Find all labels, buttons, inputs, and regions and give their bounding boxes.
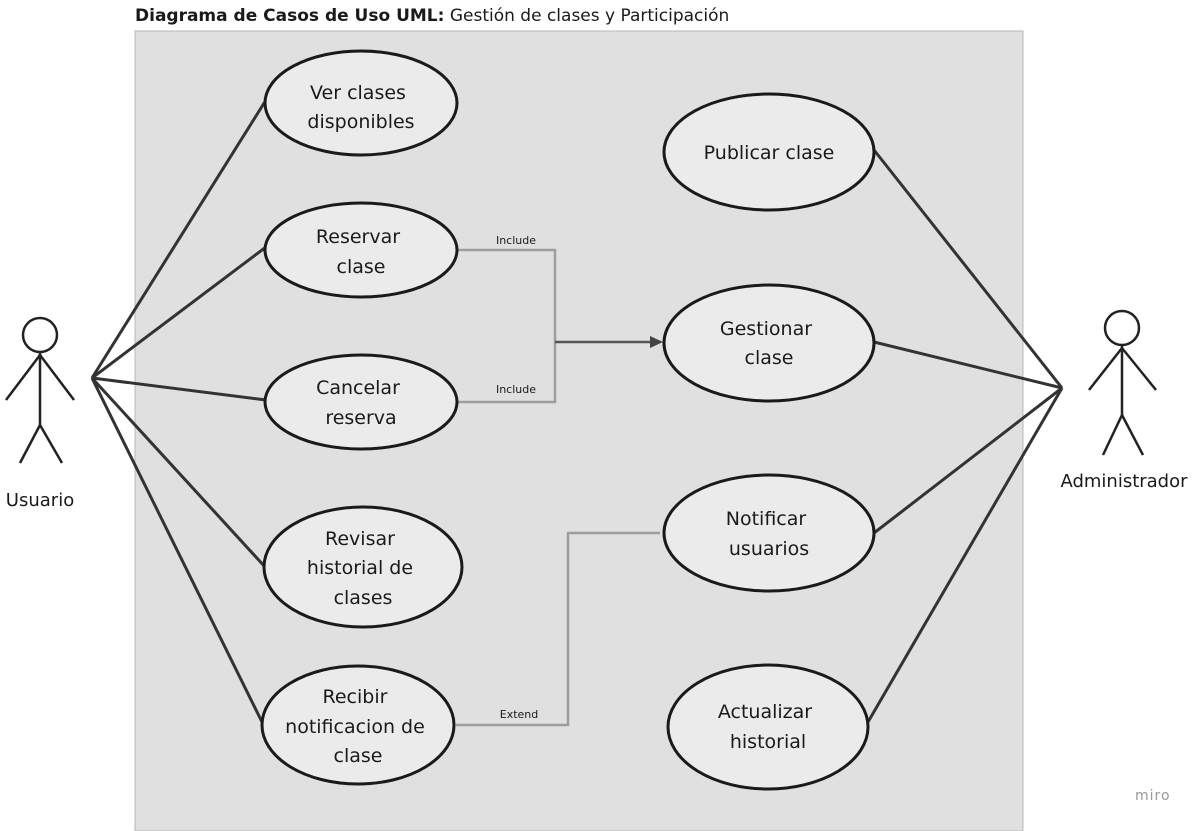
svg-text:Cancelar reserva: Cancelar reserva — [316, 377, 406, 429]
svg-text:Gestionar clase: Gestionar clase — [720, 318, 818, 369]
include-connector-cancelar — [456, 342, 557, 404]
diagram-title-bold: Diagrama de Casos de Uso UML: — [135, 6, 445, 26]
extend-label: Extend — [500, 708, 539, 721]
include-connector-reservar — [456, 248, 557, 342]
usecase-reservar[interactable]: Reservar clase — [263, 201, 459, 299]
usecase-revisar-line1: Revisar — [325, 528, 395, 550]
usecase-recibir-line3: clase — [334, 745, 383, 767]
usecase-cancelar-line1: Cancelar — [316, 377, 400, 399]
usecase-recibir-line2: notificacion de — [285, 716, 425, 738]
usecase-notificar-line2: usuarios — [729, 538, 809, 560]
assoc-admin-notificar — [873, 386, 1063, 535]
svg-text:Revisar historial de: Revisar historial de clases — [307, 528, 419, 609]
assoc-admin-actualizar — [866, 387, 1064, 723]
stick-figure-icon — [5, 316, 75, 464]
assoc-admin-gestionar — [873, 340, 1063, 390]
usecase-gestionar-line1: Gestionar — [720, 318, 812, 340]
usecase-recibir[interactable]: Recibir notificacion de clase — [260, 664, 456, 786]
svg-text:Actualizar historial: Actualizar historial — [718, 701, 818, 753]
assoc-usuario-revisar — [90, 376, 268, 570]
diagram-title: Diagrama de Casos de Uso UML: Gestión de… — [135, 6, 729, 26]
usecase-ver-clases-line1: Ver clases — [310, 82, 406, 104]
usecase-revisar-line3: clases — [334, 587, 393, 609]
extend-connector — [456, 531, 660, 727]
usecase-reservar-shape — [263, 201, 459, 299]
usuario-associations — [90, 99, 268, 723]
actor-usuario-label: Usuario — [6, 490, 74, 511]
actor-usuario[interactable]: Usuario — [5, 316, 75, 511]
diagram-title-rest: Gestión de clases y Participación — [444, 6, 730, 26]
usecase-reservar-line1: Reservar — [316, 226, 400, 248]
usecase-ver-clases[interactable]: Ver clases disponibles — [263, 49, 459, 157]
include-label-1: Include — [496, 234, 536, 247]
usecase-actualizar-line2: historial — [730, 731, 806, 753]
usecase-ver-clases-line2: disponibles — [307, 111, 414, 133]
usecase-revisar[interactable]: Revisar historial de clases — [262, 505, 464, 629]
usecase-cancelar-line2: reserva — [325, 407, 396, 429]
usecase-notificar[interactable]: Notificar usuarios — [662, 473, 876, 593]
usecase-gestionar[interactable]: Gestionar clase — [662, 283, 876, 403]
usecase-publicar-shape — [662, 92, 876, 212]
stick-figure-icon — [1088, 309, 1157, 456]
usecase-actualizar-shape — [666, 663, 870, 791]
usecase-publicar[interactable]: Publicar clase — [662, 92, 876, 212]
usecase-gestionar-line2: clase — [745, 347, 794, 369]
usecase-ver-clases-shape — [263, 49, 459, 157]
usecase-recibir-shape — [260, 664, 456, 786]
include-label-2: Include — [496, 383, 536, 396]
svg-text:Recibir notificacion de: Recibir notificacion de clase — [285, 686, 431, 767]
assoc-usuario-cancelar — [91, 376, 267, 402]
assoc-usuario-ver-clases — [90, 99, 268, 379]
svg-text:Reservar clase: Reservar clase — [316, 226, 406, 278]
svg-text:Notificar usuarios: Notificar usuarios — [726, 508, 812, 560]
usecase-notificar-line1: Notificar — [726, 508, 807, 530]
usecase-cancelar-shape — [263, 353, 459, 451]
assoc-usuario-reservar — [91, 245, 267, 380]
miro-watermark: miro — [1135, 788, 1171, 804]
usecase-actualizar[interactable]: Actualizar historial — [666, 663, 870, 791]
usecase-gestionar-shape — [662, 283, 876, 403]
administrador-associations — [866, 149, 1064, 723]
usecase-revisar-shape — [262, 505, 464, 629]
assoc-admin-publicar — [872, 149, 1064, 389]
svg-text:Publicar clase: Publicar clase — [704, 142, 835, 164]
assoc-usuario-recibir — [90, 377, 264, 723]
usecase-reservar-line2: clase — [337, 256, 386, 278]
usecase-actualizar-line1: Actualizar — [718, 701, 812, 723]
usecase-revisar-line2: historial de — [307, 557, 413, 579]
usecase-cancelar[interactable]: Cancelar reserva — [263, 353, 459, 451]
svg-text:Ver clases disponibles: Ver clases disponibles — [307, 82, 414, 133]
relation-connectors — [456, 248, 660, 727]
actor-administrador[interactable]: Administrador — [1060, 309, 1188, 492]
actor-administrador-label: Administrador — [1060, 471, 1188, 492]
usecase-recibir-line1: Recibir — [323, 686, 388, 708]
usecase-publicar-line1: Publicar clase — [704, 142, 835, 164]
include-arrowhead — [650, 336, 663, 348]
usecase-notificar-shape — [662, 473, 876, 593]
